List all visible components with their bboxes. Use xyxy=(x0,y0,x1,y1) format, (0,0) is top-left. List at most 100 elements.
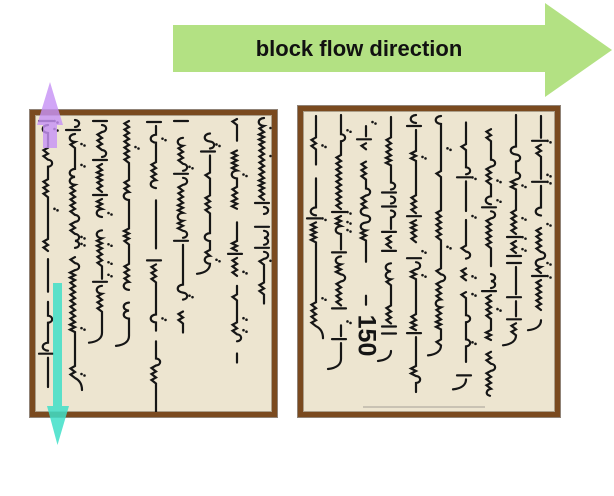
diacritic-dot xyxy=(371,120,374,124)
mongolian-text-column xyxy=(376,115,398,363)
diacritic-dot xyxy=(374,122,377,125)
mongolian-text-column xyxy=(451,121,473,391)
diacritic-dot xyxy=(218,259,221,263)
mongolian-text-column xyxy=(64,118,84,392)
diacritic-dot xyxy=(499,180,502,184)
diacritic-dot xyxy=(188,165,191,169)
mongolian-text-column xyxy=(526,114,548,332)
diacritic-dot xyxy=(524,249,527,252)
diacritic-dot xyxy=(421,155,424,159)
diacritic-dot xyxy=(107,260,110,264)
diacritic-dot xyxy=(53,127,56,131)
mongolian-text-column xyxy=(501,113,523,347)
diacritic-dot xyxy=(546,173,549,177)
diacritic-dot xyxy=(245,318,248,321)
diacritic-dot xyxy=(349,222,352,225)
diacritic-dot xyxy=(346,228,349,232)
diacritic-dot xyxy=(245,174,248,178)
diacritic-dot xyxy=(474,342,477,346)
diacritic-dot xyxy=(83,328,86,331)
diacritic-dot xyxy=(546,139,549,143)
mongolian-text-column xyxy=(37,119,55,389)
diacritic-dot xyxy=(245,330,248,333)
diacritic-dot xyxy=(83,237,86,240)
diacritic-dot xyxy=(324,145,327,149)
diacritic-dot xyxy=(191,166,194,170)
diacritic-dot xyxy=(56,129,59,132)
diacritic-dot xyxy=(449,148,452,152)
diacritic-dot xyxy=(496,198,499,202)
mongolian-text-column xyxy=(305,114,325,340)
mongolian-text-column xyxy=(405,113,423,394)
mongolian-text-column xyxy=(355,125,373,306)
diacritic-dot xyxy=(421,273,424,277)
diacritic-dot xyxy=(549,141,552,144)
mongolian-text-columns-1 xyxy=(37,116,272,412)
diacritic-dot xyxy=(524,237,527,240)
diacritic-dot xyxy=(242,316,245,320)
diacritic-dot xyxy=(549,224,552,227)
diacritic-dot xyxy=(496,307,499,311)
diacritic-dot xyxy=(269,259,272,263)
diacritic-dot xyxy=(164,138,167,142)
diacritic-dot xyxy=(346,320,349,323)
page-2-bottom-shadow xyxy=(363,406,485,408)
diacritic-dot xyxy=(161,317,164,320)
diacritic-dot xyxy=(324,298,327,302)
diacritic-dot xyxy=(137,147,140,150)
diacritic-dot xyxy=(546,274,549,278)
diacritic-dot xyxy=(421,249,424,253)
mongolian-text-column xyxy=(426,114,447,357)
diacritic-dot xyxy=(110,262,113,266)
diacritic-dot xyxy=(83,244,86,247)
mongolian-text-column xyxy=(480,128,498,397)
mongolian-text-column xyxy=(326,113,348,371)
mongolian-text-column xyxy=(145,120,163,412)
numeral-150: 150 xyxy=(352,314,381,357)
diacritic-dot xyxy=(215,258,218,262)
diacritic-dot xyxy=(471,176,474,179)
diacritic-dot xyxy=(242,328,245,332)
diacritic-dot xyxy=(474,216,477,219)
diacritic-dot xyxy=(449,247,452,250)
diacritic-dot xyxy=(546,261,549,265)
diacritic-dot xyxy=(424,275,427,278)
diacritic-dot xyxy=(474,294,477,297)
diacritic-dot xyxy=(83,144,86,147)
diacritic-dot xyxy=(346,210,349,214)
diacritic-dot xyxy=(218,144,221,148)
diacritic-dot xyxy=(521,184,524,187)
diacritic-dot xyxy=(471,341,474,344)
diacritic-dot xyxy=(346,220,349,224)
diacritic-dot xyxy=(546,222,549,226)
diacritic-dot xyxy=(110,244,113,248)
diacritic-dot xyxy=(53,119,56,123)
diacritic-dot xyxy=(107,242,110,246)
diacritic-dot xyxy=(549,175,552,178)
mongolian-text-column xyxy=(172,119,190,334)
diacritic-dot xyxy=(56,121,59,124)
diacritic-dot xyxy=(321,217,324,220)
diacritic-dot xyxy=(349,321,352,325)
text-page-2: 150 xyxy=(298,106,560,417)
diacritic-dot xyxy=(80,326,83,330)
diacritic-dot xyxy=(349,130,352,134)
diacritic-dot xyxy=(321,296,324,300)
diacritic-dot xyxy=(446,245,449,249)
diacritic-dot xyxy=(215,143,218,146)
diacritic-dot xyxy=(56,209,59,212)
mongolian-text-column xyxy=(226,117,244,364)
mongolian-text-column xyxy=(87,119,109,344)
diacritic-dot xyxy=(471,214,474,218)
diacritic-dot xyxy=(424,157,427,160)
mongolian-text-column xyxy=(195,132,217,275)
diacritic-dot xyxy=(549,182,552,185)
diacritic-dot xyxy=(107,211,110,215)
block-flow-arrow-label: block flow direction xyxy=(255,35,463,61)
diacritic-dot xyxy=(161,137,164,140)
text-page-1 xyxy=(30,110,277,417)
diacritic-dot xyxy=(83,165,86,168)
diacritic-dot xyxy=(349,230,352,233)
diacritic-dot xyxy=(80,372,83,376)
